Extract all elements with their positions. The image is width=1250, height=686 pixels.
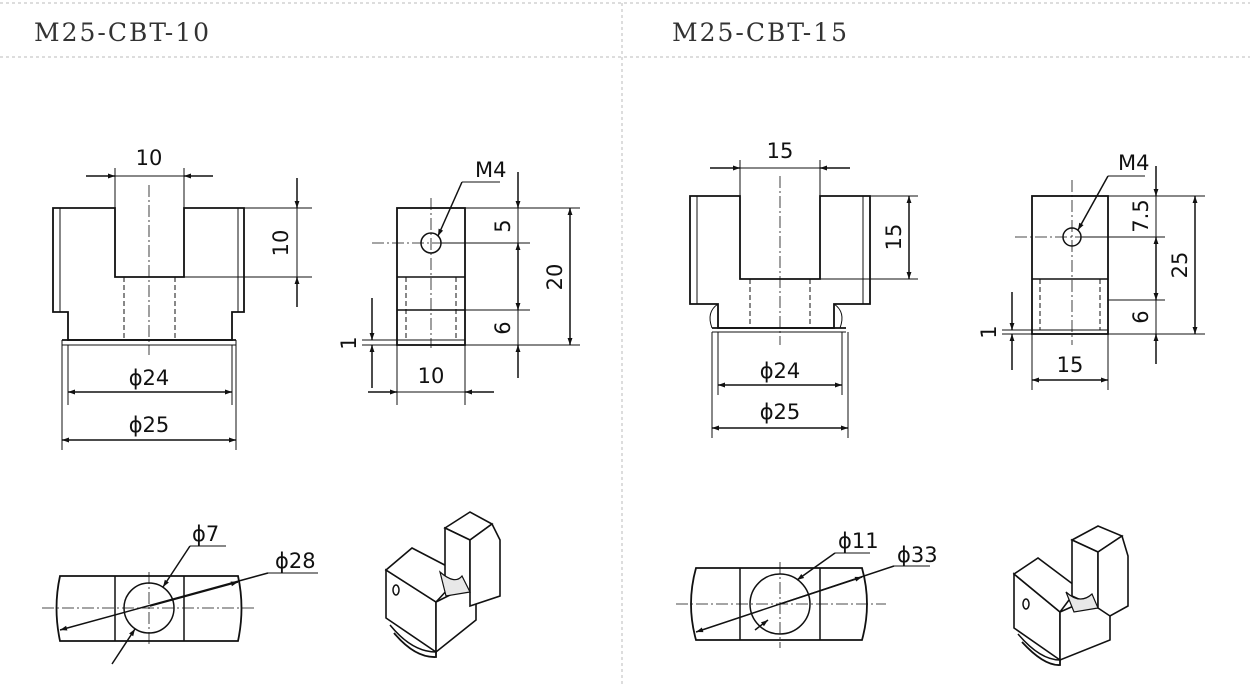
- iso-hole-right: [1022, 598, 1030, 610]
- dim-height-right: 25: [1168, 252, 1192, 279]
- top-view-left: [42, 545, 318, 665]
- dim-side-width-right: 15: [1057, 353, 1084, 377]
- dim-top-outer-diameter-left: ϕ28: [275, 549, 316, 573]
- dim-hole-position-left: 5: [491, 219, 515, 232]
- dim-slot-width-left: 10: [136, 146, 163, 170]
- dim-outer-diameter-left: ϕ25: [129, 413, 170, 437]
- top-view-right: [676, 552, 930, 648]
- dim-hole-diameter-left: ϕ7: [192, 522, 219, 546]
- side-view-right: [1002, 166, 1205, 390]
- part-title-right: M25-CBT-15: [672, 18, 850, 47]
- front-view-left: [52, 168, 312, 450]
- dim-lower-height-right: 6: [1129, 310, 1153, 323]
- isometric-view-right: [1012, 525, 1129, 666]
- dim-inner-diameter-right: ϕ24: [760, 359, 801, 383]
- dim-hole-diameter-right: ϕ11: [838, 529, 879, 553]
- part-title-left: M25-CBT-10: [34, 18, 212, 47]
- dim-thread-left: M4: [475, 158, 506, 182]
- dim-top-outer-diameter-right: ϕ33: [897, 543, 938, 567]
- dim-slot-depth-left: 10: [269, 230, 293, 257]
- dim-slot-depth-right: 15: [882, 224, 906, 251]
- iso-hole-left: [392, 584, 400, 596]
- dim-inner-diameter-left: ϕ24: [129, 366, 170, 390]
- dim-outer-diameter-right: ϕ25: [760, 400, 801, 424]
- dim-lower-height-left: 6: [491, 321, 515, 334]
- dim-side-width-left: 10: [418, 364, 445, 388]
- dim-slot-width-right: 15: [767, 139, 794, 163]
- dim-height-left: 20: [543, 264, 567, 291]
- dim-step-right: 1: [977, 325, 1001, 338]
- side-view-left: [362, 172, 580, 405]
- front-view-right: [689, 160, 918, 438]
- dim-hole-position-right: 7.5: [1129, 199, 1153, 232]
- isometric-view-left: [384, 511, 501, 658]
- dim-step-left: 1: [337, 336, 361, 349]
- dim-thread-right: M4: [1118, 151, 1149, 175]
